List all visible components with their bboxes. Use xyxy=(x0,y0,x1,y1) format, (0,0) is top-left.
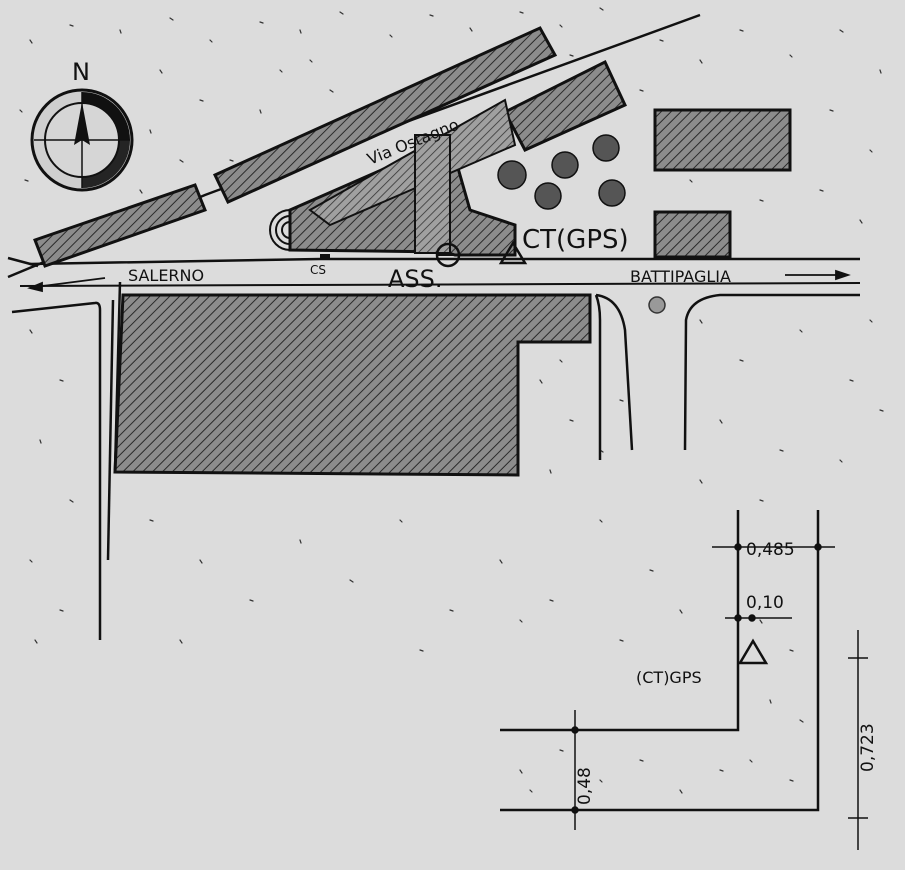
tree-icon xyxy=(592,134,620,162)
ct-gps-triangle-icon xyxy=(498,240,528,265)
direction-arrows xyxy=(27,269,851,293)
ass-label: ASS. xyxy=(388,265,443,293)
detail-drawing: 0,485 0,10 (CT)GPS 0,48 0,723 xyxy=(500,510,878,850)
station-tower xyxy=(414,134,451,254)
salerno-label: SALERNO xyxy=(128,266,204,285)
dim-right-label: 0,723 xyxy=(858,723,878,772)
tree-icon xyxy=(497,160,527,190)
building-ne-top xyxy=(653,108,792,172)
detail-station-label: (CT)GPS xyxy=(636,668,702,687)
buildings xyxy=(33,26,792,477)
station-apse xyxy=(269,209,291,251)
building-block-east xyxy=(502,59,628,152)
north-label: N xyxy=(72,58,90,86)
tree-icon xyxy=(534,182,562,210)
ground-texture xyxy=(19,7,884,794)
building-strip-west xyxy=(33,183,207,268)
ct-gps-label: CT(GPS) xyxy=(522,225,629,255)
tree-icon xyxy=(551,151,579,179)
cs-marker-icon xyxy=(320,254,330,259)
dim-left-label: 0,48 xyxy=(575,767,595,805)
tree-icon xyxy=(598,179,626,207)
battipaglia-label: BATTIPAGLIA xyxy=(630,267,731,286)
roundabout-icon xyxy=(648,296,666,314)
detail-gps-triangle-icon xyxy=(737,638,769,665)
dim-top-label: 0,485 xyxy=(746,540,795,560)
compass-rose xyxy=(30,88,134,192)
building-ne-small xyxy=(653,210,732,259)
building-large-south xyxy=(113,293,592,477)
trees xyxy=(497,134,626,210)
building-strip-north xyxy=(212,26,558,204)
cs-label: CS xyxy=(310,263,326,277)
dim-offset-label: 0,10 xyxy=(746,593,784,613)
